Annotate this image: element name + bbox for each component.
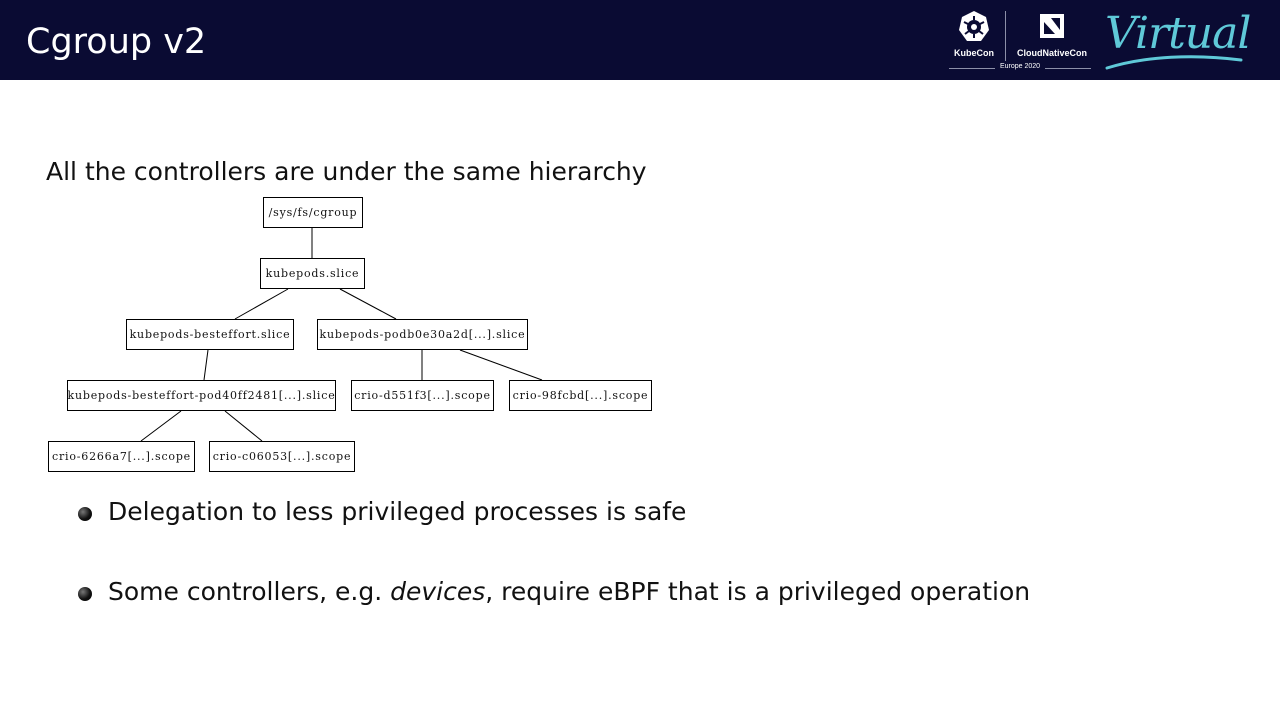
node-crio-c06053-scope: crio-c06053[...].scope xyxy=(209,441,355,472)
node-kubepods-besteffort-slice: kubepods-besteffort.slice xyxy=(126,319,294,350)
node-kubepods-slice: kubepods.slice xyxy=(260,258,365,289)
node-crio-d551f3-scope: crio-d551f3[...].scope xyxy=(351,380,494,411)
node-crio-6266a7-scope: crio-6266a7[...].scope xyxy=(48,441,195,472)
virtual-label: Virtual xyxy=(1105,8,1251,59)
edge-besteffort-pod xyxy=(203,349,209,381)
node-kubepods-pod-slice: kubepods-podb0e30a2d[...].slice xyxy=(317,319,528,350)
kubecon-label: KubeCon xyxy=(954,48,994,58)
slide-header: Cgroup v2 KubeCon CloudNativ xyxy=(0,0,1280,80)
bullet-ebpf: Some controllers, e.g. devices, require … xyxy=(108,577,1030,606)
cloudnativecon-logo: CloudNativeCon xyxy=(1011,8,1093,74)
edge-kubepods-besteffort xyxy=(234,288,289,320)
edge-podslice-98fc xyxy=(459,349,543,381)
kubecon-logo: KubeCon xyxy=(945,8,1003,74)
edge-pod-6266 xyxy=(140,410,182,442)
conference-logo: KubeCon CloudNativeCon Europe 2020 Virtu… xyxy=(945,8,1251,74)
node-besteffort-pod-slice: kubepods-besteffort-pod40ff2481[...].sli… xyxy=(67,380,336,411)
bullet-ebpf-prefix: Some controllers, e.g. xyxy=(108,577,391,606)
edge-kubepods-podslice xyxy=(339,288,397,320)
cncf-mark-icon xyxy=(1040,14,1064,38)
cgroup-hierarchy-diagram: /sys/fs/cgroup kubepods.slice kubepods-b… xyxy=(0,0,700,480)
bullet-delegation: Delegation to less privileged processes … xyxy=(108,497,687,526)
slide-subtitle: All the controllers are under the same h… xyxy=(46,157,647,186)
node-sys-fs-cgroup: /sys/fs/cgroup xyxy=(263,197,363,228)
logo-divider xyxy=(1005,11,1006,61)
edge-pod-c060 xyxy=(224,410,263,442)
bullet-point-icon xyxy=(78,587,92,601)
bullet-point-icon xyxy=(78,507,92,521)
event-rule-left xyxy=(949,68,995,69)
bullet-ebpf-emphasis: devices xyxy=(390,577,486,606)
hierarchy-edges xyxy=(140,227,543,442)
event-rule-right xyxy=(1045,68,1091,69)
slide-title: Cgroup v2 xyxy=(26,22,207,62)
bullet-ebpf-suffix: , require eBPF that is a privileged oper… xyxy=(485,577,1031,606)
event-label: Europe 2020 xyxy=(999,63,1041,70)
virtual-swoosh-icon xyxy=(1105,55,1243,70)
kubernetes-wheel-icon xyxy=(959,11,989,41)
cloudnativecon-label: CloudNativeCon xyxy=(1016,48,1087,58)
node-crio-98fcbd-scope: crio-98fcbd[...].scope xyxy=(509,380,652,411)
